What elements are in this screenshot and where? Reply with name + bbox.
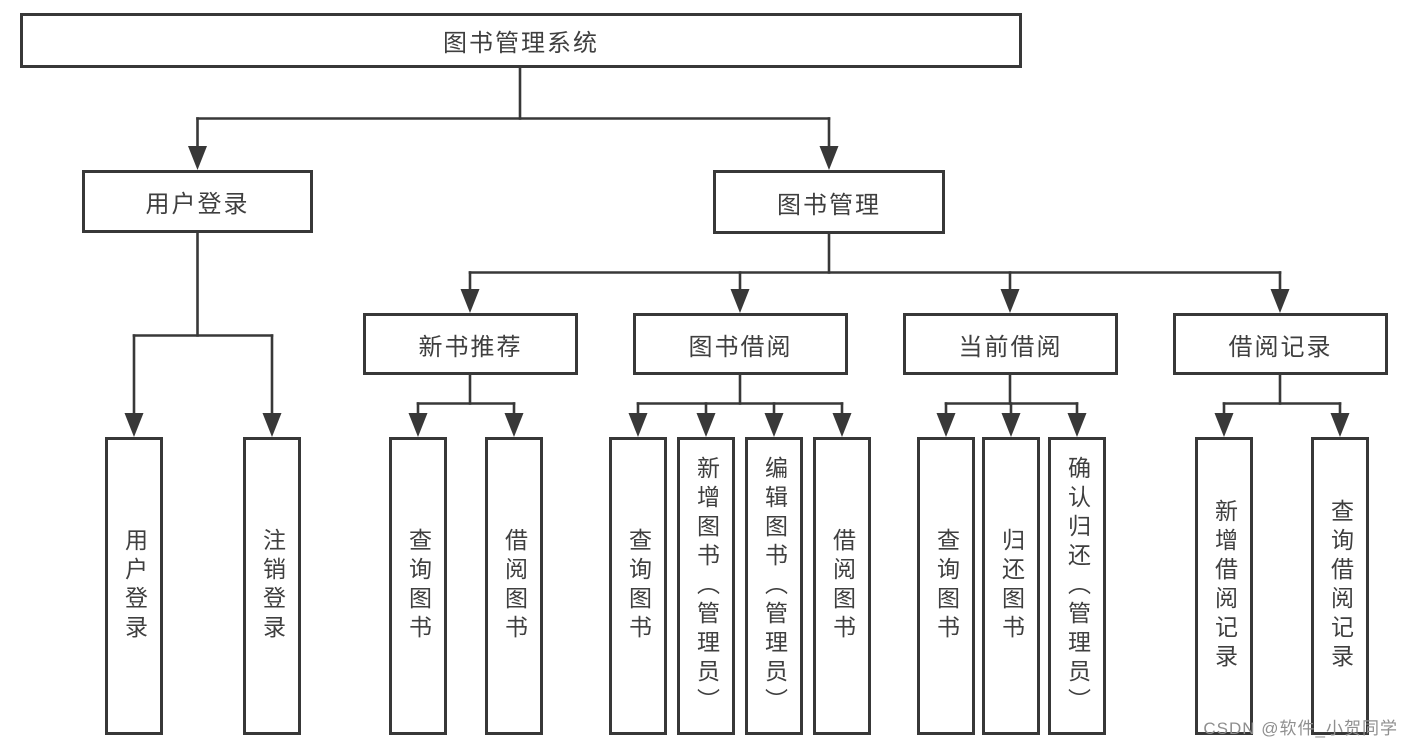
- leaf-edit-book-admin-label: 编辑图书（管理员）: [761, 455, 788, 717]
- node-borrowing-records: 借阅记录: [1173, 313, 1388, 375]
- node-current-borrowing: 当前借阅: [903, 313, 1118, 375]
- leaf-query-borrow-record-label: 查询借阅记录: [1327, 499, 1354, 673]
- leaf-borrow-book: 借阅图书: [813, 437, 871, 735]
- node-new-book-recommend-label: 新书推荐: [418, 333, 523, 361]
- csdn-watermark: CSDN @软件_小贺同学: [1203, 719, 1398, 738]
- node-new-book-recommend: 新书推荐: [363, 313, 578, 375]
- node-book-borrowing: 图书借阅: [633, 313, 848, 375]
- node-borrowing-records-label: 借阅记录: [1228, 333, 1333, 361]
- leaf-add-book-admin-label: 新增图书（管理员）: [693, 455, 720, 717]
- leaf-add-borrow-record: 新增借阅记录: [1195, 437, 1253, 735]
- leaf-borrow-book-recommend: 借阅图书: [485, 437, 543, 735]
- node-root-label: 图书管理系统: [443, 30, 599, 57]
- leaf-confirm-return-admin-label: 确认归还（管理员）: [1064, 455, 1091, 717]
- leaf-borrow-book-label: 借阅图书: [829, 528, 856, 644]
- leaf-query-book-borrowing-label: 查询图书: [625, 528, 652, 644]
- leaf-confirm-return-admin: 确认归还（管理员）: [1048, 437, 1106, 735]
- node-user-login-label: 用户登录: [145, 191, 250, 218]
- leaf-edit-book-admin: 编辑图书（管理员）: [745, 437, 803, 735]
- leaf-logout: 注销登录: [243, 437, 301, 735]
- leaf-add-book-admin: 新增图书（管理员）: [677, 437, 735, 735]
- node-book-management-label: 图书管理: [777, 191, 881, 219]
- leaf-query-borrow-record: 查询借阅记录: [1311, 437, 1369, 735]
- leaf-query-book-current-label: 查询图书: [933, 528, 960, 644]
- leaf-return-book-label: 归还图书: [998, 528, 1025, 644]
- leaf-user-login-label: 用户登录: [121, 528, 148, 644]
- node-book-borrowing-label: 图书借阅: [688, 333, 793, 361]
- node-current-borrowing-label: 当前借阅: [958, 333, 1063, 361]
- node-book-management: 图书管理: [713, 170, 945, 234]
- leaf-borrow-book-recommend-label: 借阅图书: [501, 528, 528, 644]
- leaf-query-book-current: 查询图书: [917, 437, 975, 735]
- arrowheads: [124, 146, 1350, 437]
- leaf-query-book-borrowing: 查询图书: [609, 437, 667, 735]
- node-user-login: 用户登录: [82, 170, 313, 233]
- leaf-add-borrow-record-label: 新增借阅记录: [1211, 499, 1238, 673]
- leaf-query-book-recommend: 查询图书: [389, 437, 447, 735]
- leaf-query-book-recommend-label: 查询图书: [405, 528, 432, 644]
- node-root: 图书管理系统: [20, 13, 1022, 68]
- leaf-return-book: 归还图书: [982, 437, 1040, 735]
- leaf-logout-label: 注销登录: [259, 528, 286, 644]
- leaf-user-login: 用户登录: [105, 437, 163, 735]
